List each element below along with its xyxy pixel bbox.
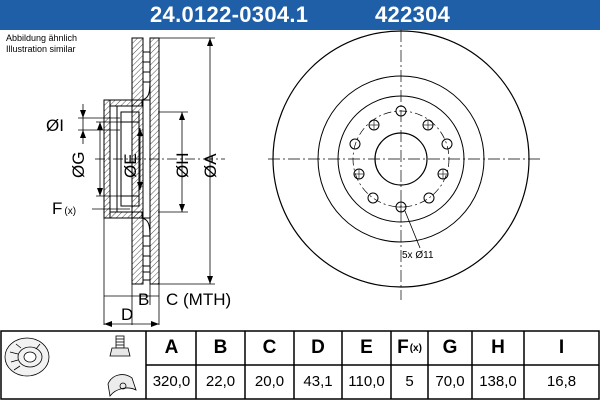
part-number: 24.0122-0304.1 [150, 2, 309, 27]
product-thumbnail-hub [107, 374, 137, 397]
technical-drawing: ØI ØG ØE ØH ØA F(x) B C (MTH) D [46, 30, 540, 327]
table-value-H: 138,0 [479, 372, 517, 390]
disc-outer-edge [272, 30, 530, 288]
dimension-arrows [80, 38, 213, 327]
hub-wall-bottom [109, 211, 143, 219]
table-value-F: 5 [405, 372, 414, 390]
illustration-note-en: Illustration similar [6, 44, 76, 54]
hat-top-curve [139, 79, 151, 101]
product-thumbnail-disc [4, 337, 50, 377]
label-dim-H: ØH [173, 153, 192, 179]
hat-bottom-curve [139, 217, 151, 239]
table-header-F-letter: F [397, 337, 409, 358]
label-dim-I: ØI [46, 116, 64, 135]
friction-ring-right [149, 37, 160, 285]
label-dim-D: D [121, 305, 133, 324]
bolt-holes [349, 105, 453, 204]
table-header-I: I [558, 337, 565, 358]
illustration-note-de: Abbildung ähnlich [6, 33, 78, 43]
disc-front-view [268, 30, 540, 300]
friction-ring-inner-edge [317, 75, 485, 243]
table-value-D: 43,1 [303, 372, 333, 390]
bolt-hole-label: 5x Ø11 [402, 250, 434, 261]
spec-table-grid [0, 330, 600, 400]
table-header-B: B [213, 337, 228, 358]
table-value-B: 22,0 [205, 372, 236, 390]
table-header-G: G [442, 337, 458, 358]
table-value-G: 70,0 [435, 372, 465, 390]
table-header-E: E [360, 337, 373, 358]
table-header-F: F(x) [391, 333, 428, 363]
hole-crosshairs [354, 120, 448, 212]
label-dim-F-sub: (x) [64, 206, 76, 217]
cooling-vents [142, 51, 151, 281]
table-header-H: H [491, 337, 505, 358]
title-bar: 24.0122-0304.1 422304 [0, 0, 600, 30]
reference-number: 422304 [375, 2, 451, 27]
table-value-A: 320,0 [152, 372, 191, 390]
hub-outer-edge [337, 95, 465, 223]
table-value-E: 110,0 [348, 372, 385, 390]
product-thumbnail-bolt [109, 335, 131, 357]
table-header-D: D [311, 337, 325, 358]
table-header-A: A [164, 337, 179, 358]
table-value-C: 20,0 [254, 372, 285, 390]
label-dim-A: ØA [201, 153, 220, 178]
table-header-C: C [262, 337, 277, 358]
label-dim-C: C (MTH) [166, 290, 231, 309]
label-dim-F: F(x) [52, 199, 76, 218]
table-value-I: 16,8 [546, 372, 577, 390]
label-dim-F-letter: F [52, 199, 62, 218]
centre-bore [374, 132, 428, 186]
bolt-leader [404, 210, 421, 249]
friction-ring-left [131, 37, 144, 285]
label-dim-G: ØG [69, 152, 88, 178]
table-header-F-sub: (x) [409, 342, 422, 354]
label-dim-B: B [138, 290, 149, 309]
hub-wall-top [109, 99, 143, 107]
label-dim-E: ØE [121, 153, 140, 178]
